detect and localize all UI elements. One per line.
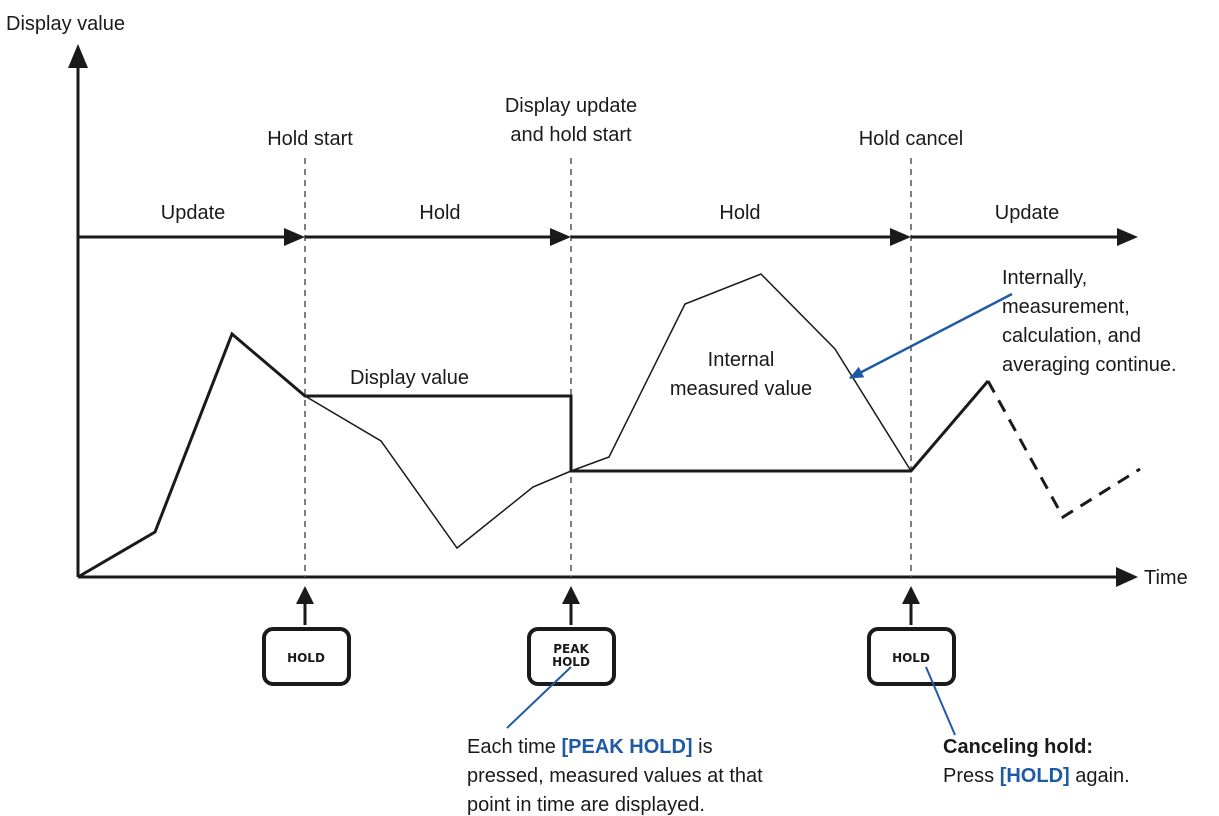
peak-key-label-line1: PEAK bbox=[553, 642, 589, 656]
event-display-update-line2: and hold start bbox=[510, 124, 632, 146]
state-update-2: Update bbox=[995, 202, 1060, 224]
note-line1: Internally, bbox=[1002, 267, 1087, 289]
display-value-label: Display value bbox=[350, 367, 469, 389]
peak-caption-pointer bbox=[506, 666, 572, 729]
x-axis-label: Time bbox=[1144, 567, 1188, 589]
cancel-caption-pre: Press bbox=[943, 765, 1000, 787]
hold-key-label-1: HOLD bbox=[287, 651, 325, 665]
peak-caption-pre: Each time bbox=[467, 736, 561, 758]
hold-key-button-2: HOLD bbox=[867, 627, 956, 686]
y-axis-label: Display value bbox=[6, 13, 125, 35]
state-arrowhead-3 bbox=[890, 228, 911, 246]
peak-hold-key-button: PEAK HOLD bbox=[527, 627, 616, 686]
cancel-caption-title: Canceling hold: bbox=[943, 736, 1093, 758]
display-value-line bbox=[77, 331, 990, 579]
cancel-caption-pointer bbox=[925, 666, 956, 736]
peak-key-label-line2: HOLD bbox=[552, 655, 590, 669]
y-axis-arrowhead bbox=[68, 44, 88, 68]
cancel-caption-line2: Press [HOLD] again. bbox=[943, 765, 1130, 787]
event-display-update-line1: Display update bbox=[505, 95, 637, 117]
peak-caption-line2: pressed, measured values at that bbox=[467, 765, 763, 787]
peak-caption-key: [PEAK HOLD] bbox=[561, 736, 692, 758]
state-arrowhead-2 bbox=[550, 228, 571, 246]
state-arrowhead-1 bbox=[284, 228, 305, 246]
peak-caption-line1: Each time [PEAK HOLD] is bbox=[467, 736, 713, 758]
key-arrowhead-hold-2 bbox=[902, 586, 920, 604]
internal-label-line2: measured value bbox=[670, 378, 812, 400]
note-line2: measurement, bbox=[1002, 296, 1130, 318]
peak-caption-line3: point in time are displayed. bbox=[467, 794, 705, 816]
internal-label-line1: Internal bbox=[708, 349, 775, 371]
cancel-caption-post: again. bbox=[1070, 765, 1130, 787]
x-axis-arrowhead bbox=[1116, 567, 1138, 587]
state-hold-2: Hold bbox=[719, 202, 760, 224]
hold-key-button-1: HOLD bbox=[262, 627, 351, 686]
key-arrowhead-peak bbox=[562, 586, 580, 604]
cancel-caption-key: [HOLD] bbox=[1000, 765, 1070, 787]
hold-key-label-2: HOLD bbox=[892, 651, 930, 665]
display-value-dashed bbox=[986, 380, 1141, 520]
note-line4: averaging continue. bbox=[1002, 354, 1177, 376]
state-arrowhead-4 bbox=[1117, 228, 1138, 246]
state-update-1: Update bbox=[161, 202, 226, 224]
key-arrowhead-hold-1 bbox=[296, 586, 314, 604]
peak-caption-post: is bbox=[693, 736, 713, 758]
note-line3: calculation, and bbox=[1002, 325, 1141, 347]
event-hold-start: Hold start bbox=[267, 128, 353, 150]
state-hold-1: Hold bbox=[419, 202, 460, 224]
note-pointer-arrow bbox=[849, 292, 1013, 380]
internal-measured-line bbox=[77, 273, 912, 578]
event-hold-cancel: Hold cancel bbox=[859, 128, 964, 150]
